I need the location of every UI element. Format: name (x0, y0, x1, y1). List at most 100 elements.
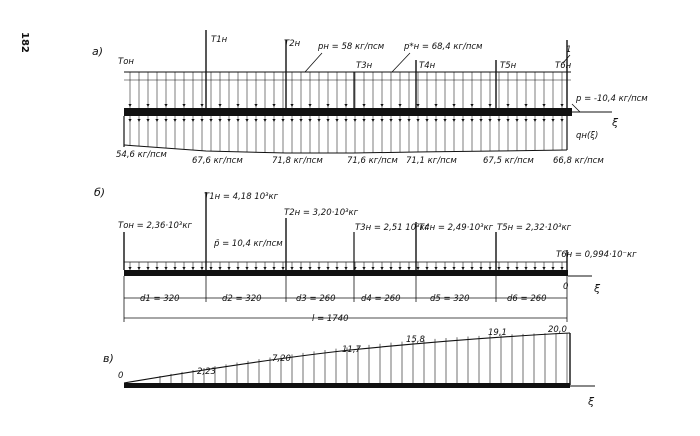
load-arrow (515, 267, 519, 270)
load-arrow (380, 119, 384, 122)
load-arrow (281, 119, 285, 122)
load-arrow (434, 119, 438, 122)
bottom-label-b0: 54,6 кг/псм (116, 150, 167, 160)
load-arrow (290, 119, 294, 122)
load-arrow (164, 119, 168, 122)
bottom-label-b4: 71,1 кг/псм (406, 156, 457, 166)
load-arrow (164, 104, 168, 107)
panel-a-label: а) (92, 45, 103, 58)
curve-value-v3: 15,8 (406, 335, 426, 345)
load-arrow (533, 119, 537, 122)
load-arrow (398, 119, 402, 122)
load-arrow (326, 119, 330, 122)
load-arrow (389, 119, 393, 122)
load-arrow (407, 119, 411, 122)
load-arrow (254, 104, 258, 107)
panel-b-label: б) (94, 186, 105, 199)
load-arrow (209, 267, 213, 270)
force-label-t1: T1н (211, 35, 228, 45)
force-label-t2: T2н (284, 39, 301, 49)
load-arrow (146, 119, 150, 122)
load-arrow (362, 267, 366, 270)
load-arrow (389, 267, 393, 270)
load-arrow (443, 119, 447, 122)
beam-b (124, 270, 568, 276)
load-arrow (371, 119, 375, 122)
load-arrow (173, 119, 177, 122)
tension-label-t2: T2н = 3,20·10³кг (284, 208, 359, 218)
total-length: l = 1740 (312, 314, 349, 324)
load-arrow (353, 267, 357, 270)
origin-zero-c: 0 (118, 371, 123, 381)
load-arrow (245, 267, 249, 270)
q-label: qн(ξ) (576, 131, 598, 141)
load-arrow (155, 119, 159, 122)
load-arrow (398, 104, 402, 107)
load-arrow (524, 119, 528, 122)
moment-curve-hatch (159, 333, 568, 383)
load-arrow (218, 119, 222, 122)
bottom-label-b2: 71,8 кг/псм (272, 156, 323, 166)
bottom-load-hatch (128, 116, 564, 153)
load-arrow (200, 104, 204, 107)
load-arrow (470, 119, 474, 122)
load-arrow (416, 267, 420, 270)
curve-value-v5: 20,0 (548, 325, 567, 335)
load-arrow (335, 119, 339, 122)
load-arrow (461, 119, 465, 122)
load-arrow (497, 267, 501, 270)
load-arrow (254, 119, 258, 122)
load-arrow (425, 267, 429, 270)
panel-b: б) Tон = 2,36·10³кг T1н = 4,18 10³кг T2н… (94, 186, 637, 324)
tension-label-t4: T4н = 2,49·10³кг (419, 223, 494, 233)
load-arrow (560, 267, 564, 270)
load-arrow (308, 104, 312, 107)
load-arrow (371, 267, 375, 270)
load-arrow (146, 104, 150, 107)
load-arrow (317, 267, 321, 270)
span-d6: d6 = 260 (507, 294, 547, 304)
load-arrow (434, 267, 438, 270)
load-arrow (452, 267, 456, 270)
load-arrow (407, 267, 411, 270)
load-arrow (155, 267, 159, 270)
load-arrow (191, 119, 195, 122)
load-arrow (290, 104, 294, 107)
span-d1: d1 = 320 (140, 294, 180, 304)
panel-a: а) Tон T1н T2н T3н T4н T5н T6н pн = 58 к… (92, 30, 648, 166)
force-label-t3: T3н (356, 61, 373, 71)
xi-axis-label-c: ξ (587, 395, 595, 408)
load-arrow (398, 267, 402, 270)
load-arrow (308, 267, 312, 270)
load-arrow (263, 267, 267, 270)
load-arrow (128, 267, 132, 270)
load-arrow (272, 267, 276, 270)
span-d2: d2 = 320 (222, 294, 262, 304)
load-arrow (515, 119, 519, 122)
marker-1: 1 (566, 45, 571, 55)
load-arrow (173, 267, 177, 270)
p-right-label: p = -10,4 кг/псм (575, 94, 648, 104)
load-arrow (488, 104, 492, 107)
load-arrow (506, 267, 510, 270)
load-arrow (236, 267, 240, 270)
load-arrow (542, 267, 546, 270)
load-arrow (452, 119, 456, 122)
load-arrow (506, 119, 510, 122)
load-arrow (182, 119, 186, 122)
load-arrow (182, 104, 186, 107)
load-arrow (281, 267, 285, 270)
load-arrow (227, 119, 231, 122)
load-arrow (542, 119, 546, 122)
load-arrow (128, 119, 132, 122)
panel-c: в) 0 ξ 2,23 7,20 11,7 15,8 19,1 20,0 (103, 325, 595, 408)
load-arrow (227, 267, 231, 270)
load-arrow (434, 104, 438, 107)
load-arrow (236, 104, 240, 107)
load-arrow (182, 267, 186, 270)
load-arrow (263, 119, 267, 122)
load-arrow (272, 104, 276, 107)
load-arrow (362, 119, 366, 122)
load-arrow (425, 119, 429, 122)
load-arrow (146, 267, 150, 270)
